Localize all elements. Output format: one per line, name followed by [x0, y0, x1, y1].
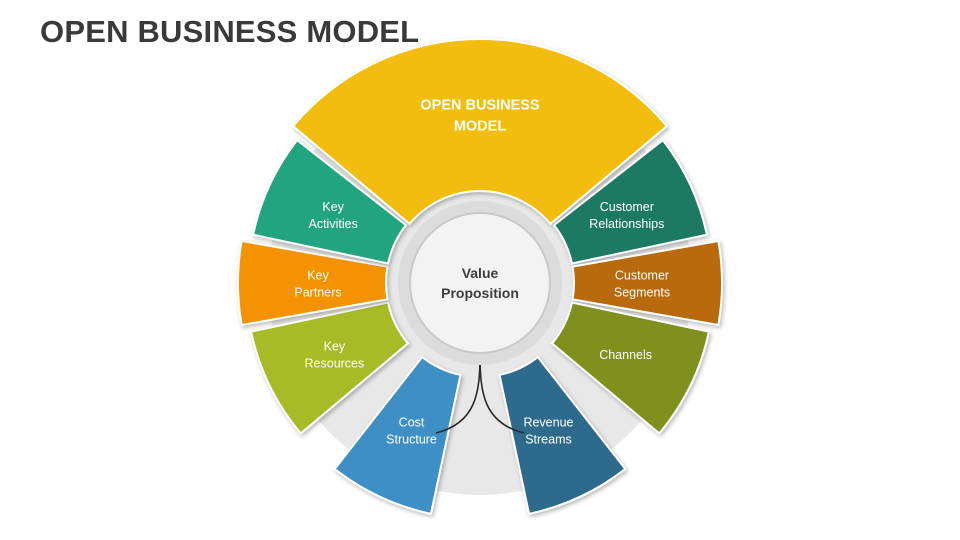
- segment-label-line: Channels: [599, 348, 652, 362]
- segment-channels[interactable]: Channels: [550, 301, 711, 435]
- hub-label-line: Proposition: [441, 285, 519, 301]
- segment-shape: [571, 239, 723, 327]
- segment-label-line: Partners: [294, 286, 341, 300]
- segment-label-line: Activities: [309, 217, 358, 231]
- hub-label-line: Value: [462, 265, 499, 281]
- segment-label: Channels: [599, 348, 652, 362]
- arrow-revenue-to-value: [479, 354, 525, 434]
- segment-shape: [251, 138, 408, 265]
- segment-shape: [249, 301, 410, 435]
- segment-label-line: Revenue: [523, 415, 573, 429]
- segment-label-line: Streams: [525, 432, 572, 446]
- hub-circle: [409, 212, 551, 354]
- segment-shape: [333, 355, 462, 516]
- segment-label-line: Segments: [614, 286, 670, 300]
- segment-label-line: Key: [322, 200, 344, 214]
- segment-shape: [550, 301, 711, 435]
- segment-label-line: Structure: [386, 432, 437, 446]
- segment-label-line: Cost: [399, 415, 425, 429]
- segment-label-line: Customer: [615, 269, 669, 283]
- segment-label-line: Customer: [600, 200, 654, 214]
- segment-shape: [552, 138, 709, 265]
- segment-label-line: Key: [324, 340, 346, 354]
- segment-label-line: Key: [307, 269, 329, 283]
- segment-label-line: MODEL: [454, 119, 507, 135]
- segment-shape: [498, 355, 627, 516]
- segment-shape: [291, 38, 669, 226]
- segment-label-line: Resources: [305, 357, 365, 371]
- segment-open-business-model[interactable]: OPEN BUSINESS MODEL: [291, 38, 669, 226]
- page-title: OPEN BUSINESS MODEL: [40, 14, 420, 49]
- segment-label: OPEN BUSINESS MODEL: [420, 98, 540, 135]
- segment-label-line: OPEN BUSINESS: [420, 98, 540, 114]
- segment-label-line: Relationships: [589, 217, 664, 231]
- segment-shape: [237, 239, 389, 327]
